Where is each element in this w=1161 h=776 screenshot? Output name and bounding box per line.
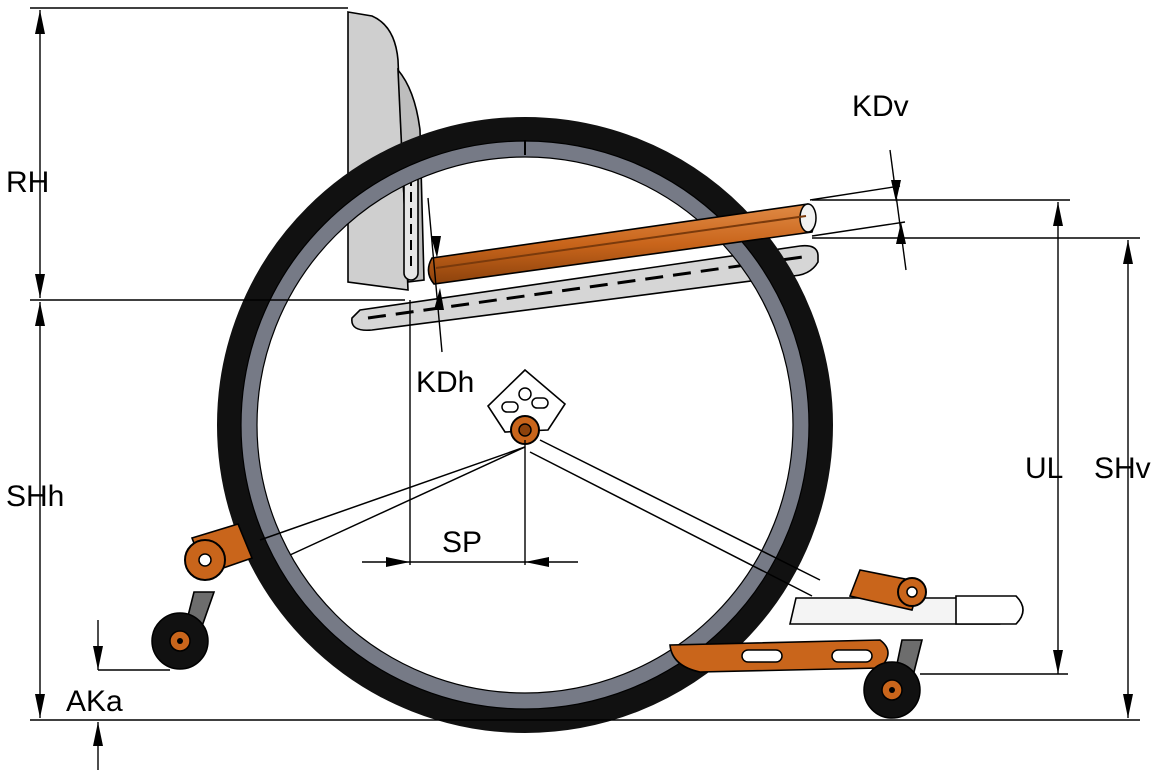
label-aka: AKa — [66, 685, 123, 718]
label-kdv: KDv — [852, 90, 909, 123]
label-kdh: KDh — [416, 366, 474, 399]
anti-tip-caster — [151, 523, 254, 670]
label-shh: SHh — [6, 480, 64, 513]
label-sp: SP — [442, 526, 482, 559]
axle-assembly — [259, 368, 821, 597]
label-rh: RH — [6, 166, 49, 199]
label-ul: UL — [1025, 452, 1063, 485]
seat-tube — [427, 203, 817, 285]
label-shv: SHv — [1094, 452, 1151, 485]
dimension-lines — [30, 7, 1140, 770]
seat-rail-plate — [351, 244, 819, 332]
front-frame — [669, 569, 1024, 719]
